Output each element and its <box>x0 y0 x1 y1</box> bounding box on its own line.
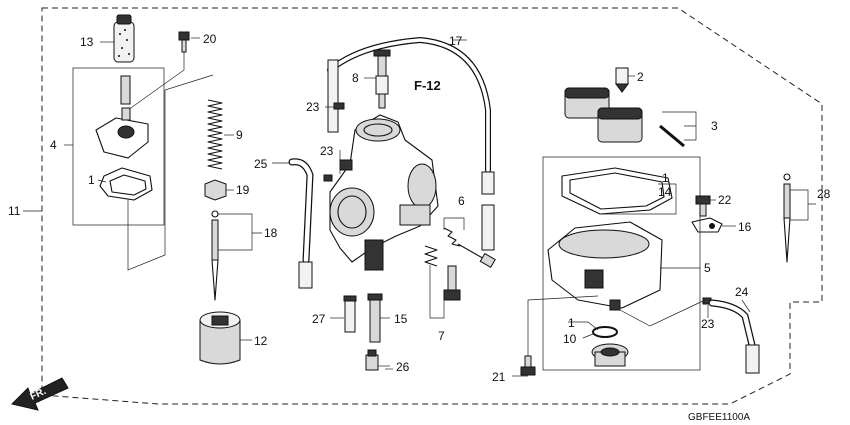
label-17: 17 <box>449 34 463 48</box>
chamber-drain-screw-part <box>520 355 536 376</box>
clip-part <box>323 174 333 182</box>
label-13: 13 <box>80 35 94 49</box>
label-16: 16 <box>738 220 752 234</box>
front-direction-arrow: FR. <box>11 377 69 411</box>
label-11: 11 <box>8 204 21 218</box>
diagram-code: GBFEE1100A <box>688 412 750 423</box>
callout-f12: F-12 <box>414 78 441 93</box>
label-21: 21 <box>492 370 506 384</box>
drain-plug-part <box>591 343 629 367</box>
label-20: 20 <box>203 32 217 46</box>
label-5: 5 <box>704 261 711 275</box>
main-jet-part <box>365 349 379 371</box>
label-28: 28 <box>817 187 831 201</box>
stop-screw-part <box>424 245 461 301</box>
spring-part <box>207 99 223 170</box>
main-jet-holder-part <box>367 293 383 343</box>
spare-needle-part <box>783 173 791 263</box>
label-23-top: 23 <box>306 100 320 114</box>
label-4: 4 <box>50 138 57 152</box>
screw-part <box>178 31 190 53</box>
chamber-bracket-part <box>691 217 723 233</box>
throttle-cover-part <box>95 75 149 159</box>
label-27: 27 <box>312 312 326 326</box>
label-9: 9 <box>236 128 243 142</box>
leader-lines <box>23 37 816 377</box>
o-ring-part <box>592 326 618 338</box>
label-25: 25 <box>254 157 268 171</box>
label-3: 3 <box>711 119 718 133</box>
label-7: 7 <box>438 329 445 343</box>
jet-needle-part <box>211 210 219 301</box>
label-15: 15 <box>394 312 408 326</box>
air-screw-part <box>373 49 391 109</box>
throttle-valve-part <box>199 311 241 365</box>
clip-part <box>333 102 345 110</box>
label-24: 24 <box>735 285 749 299</box>
cover-gasket-part <box>99 167 153 201</box>
label-23-right: 23 <box>701 317 715 331</box>
chamber-screw-part <box>695 195 711 217</box>
float-chamber-part <box>547 221 663 311</box>
cap-part <box>113 14 135 63</box>
vent-tube-end <box>481 171 495 195</box>
label-26: 26 <box>396 360 410 374</box>
needle-holder-part <box>204 179 227 201</box>
assembly-outline <box>41 7 823 405</box>
label-1-chamber: 1 <box>662 171 669 185</box>
label-8: 8 <box>352 71 359 85</box>
label-23-mid: 23 <box>320 144 334 158</box>
label-19: 19 <box>236 183 250 197</box>
pilot-screw-part <box>443 227 496 269</box>
label-1-oring: 1 <box>568 316 575 330</box>
label-1-gasket: 1 <box>88 173 95 187</box>
label-22: 22 <box>718 193 732 207</box>
float-valve-part <box>615 67 629 93</box>
throttle-cover-group-box <box>72 67 165 226</box>
label-2: 2 <box>637 70 644 84</box>
label-6: 6 <box>458 194 465 208</box>
label-14: 14 <box>658 185 672 199</box>
cover-assembly-leader <box>127 74 214 271</box>
label-18: 18 <box>264 226 278 240</box>
carburetor-body <box>329 114 439 271</box>
part-labels: 13 20 4 1 11 9 19 18 12 23 23 25 8 17 F-… <box>8 32 831 423</box>
needle-jet-part <box>343 295 357 333</box>
label-10: 10 <box>563 332 577 346</box>
screw-leader <box>127 52 185 111</box>
float-chamber-group-box <box>542 156 701 371</box>
float-part <box>564 87 685 148</box>
label-12: 12 <box>254 334 268 348</box>
float-chamber-gasket-part <box>561 167 673 215</box>
